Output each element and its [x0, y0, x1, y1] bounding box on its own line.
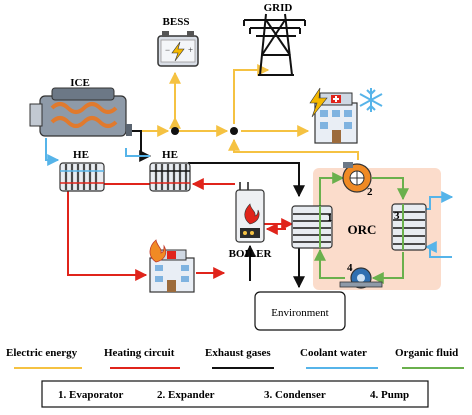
heated-building-icon — [149, 249, 195, 293]
ice-label: ICE — [70, 77, 90, 89]
electric-lines — [129, 64, 359, 160]
power-tower-icon — [243, 13, 306, 76]
junction-dot-right — [230, 127, 238, 135]
evaporator-number: 1 — [327, 212, 333, 224]
legend-electric-label: Electric energy — [6, 347, 78, 359]
orc-label: ORC — [348, 222, 377, 237]
battery-icon: − + — [157, 31, 199, 67]
evaporator-icon — [291, 205, 333, 249]
engine-icon — [29, 87, 132, 137]
he-left-label: HE — [73, 149, 89, 161]
key-condenser: 3. Condenser — [264, 389, 326, 401]
expander-icon — [342, 162, 372, 193]
heat-exchanger-right-icon — [149, 162, 191, 192]
key-expander: 2. Expander — [157, 389, 215, 401]
organic-lines — [314, 172, 409, 284]
legend-exhaust-label: Exhaust gases — [205, 347, 271, 359]
components-key: 1. Evaporator 2. Expander 3. Condenser 4… — [41, 380, 429, 408]
environment-box — [254, 291, 346, 331]
legend-heating-label: Heating circuit — [104, 347, 175, 359]
pump-icon — [339, 267, 383, 289]
key-pump: 4. Pump — [370, 389, 409, 401]
svg-text:−: − — [165, 45, 170, 55]
bess-label: BESS — [163, 16, 190, 28]
grid-label: GRID — [264, 2, 293, 14]
heating-lines — [67, 178, 294, 281]
he-right-label: HE — [162, 149, 178, 161]
lightning-icon — [309, 87, 328, 118]
svg-text:+: + — [188, 45, 193, 55]
exhaust-lines — [126, 130, 305, 289]
environment-label: Environment — [271, 307, 328, 319]
boiler-label: BOILER — [229, 248, 273, 260]
orc-box — [313, 168, 441, 290]
boiler-icon — [235, 182, 265, 243]
legend: Electric energy Heating circuit Exhaust … — [6, 347, 464, 369]
flame-icon — [149, 239, 167, 263]
snowflake-icon — [359, 88, 383, 112]
coolant-lines — [45, 138, 454, 258]
legend-organic-label: Organic fluid — [395, 347, 458, 359]
condenser-number: 3 — [394, 210, 400, 222]
key-evaporator: 1. Evaporator — [58, 389, 124, 401]
junction-dot-left — [171, 127, 179, 135]
legend-coolant-label: Coolant water — [300, 347, 367, 359]
building-icon — [314, 92, 358, 144]
heat-exchanger-left-icon — [59, 162, 105, 192]
condenser-icon — [391, 203, 427, 251]
expander-number: 2 — [367, 186, 373, 198]
pump-number: 4 — [347, 262, 353, 274]
